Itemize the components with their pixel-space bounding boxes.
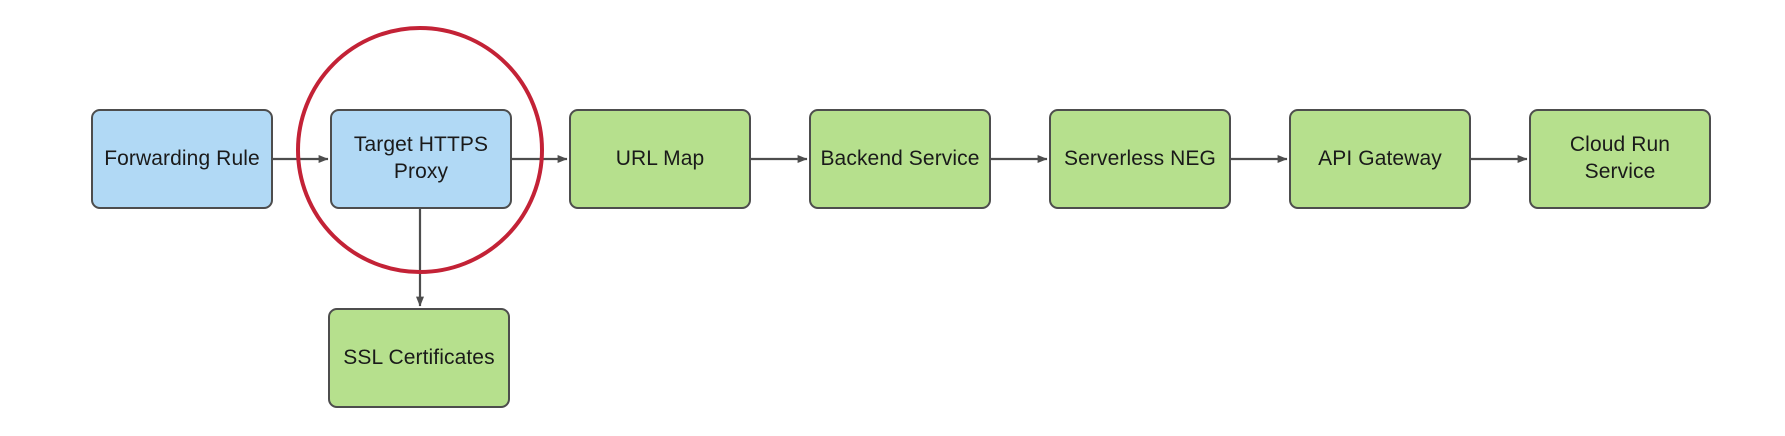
- node-label: URL Map: [615, 146, 705, 170]
- node-label: API Gateway: [1318, 146, 1442, 170]
- node-url-map[interactable]: URL Map: [569, 109, 751, 209]
- node-label: Cloud Run Service: [1569, 133, 1671, 183]
- node-label: SSL Certificates: [343, 345, 495, 369]
- node-backend-service[interactable]: Backend Service: [809, 109, 991, 209]
- node-ssl-certificates[interactable]: SSL Certificates: [328, 308, 510, 408]
- node-label: Backend Service: [820, 146, 980, 170]
- node-forwarding-rule[interactable]: Forwarding Rule: [91, 109, 273, 209]
- node-label: Serverless NEG: [1064, 146, 1216, 170]
- node-serverless-neg[interactable]: Serverless NEG: [1049, 109, 1231, 209]
- node-api-gateway[interactable]: API Gateway: [1289, 109, 1471, 209]
- node-cloud-run-service[interactable]: Cloud Run Service: [1529, 109, 1711, 209]
- node-label: Forwarding Rule: [104, 146, 260, 170]
- node-target-https-proxy[interactable]: Target HTTPS Proxy: [330, 109, 512, 209]
- node-label: Target HTTPS Proxy: [353, 133, 489, 183]
